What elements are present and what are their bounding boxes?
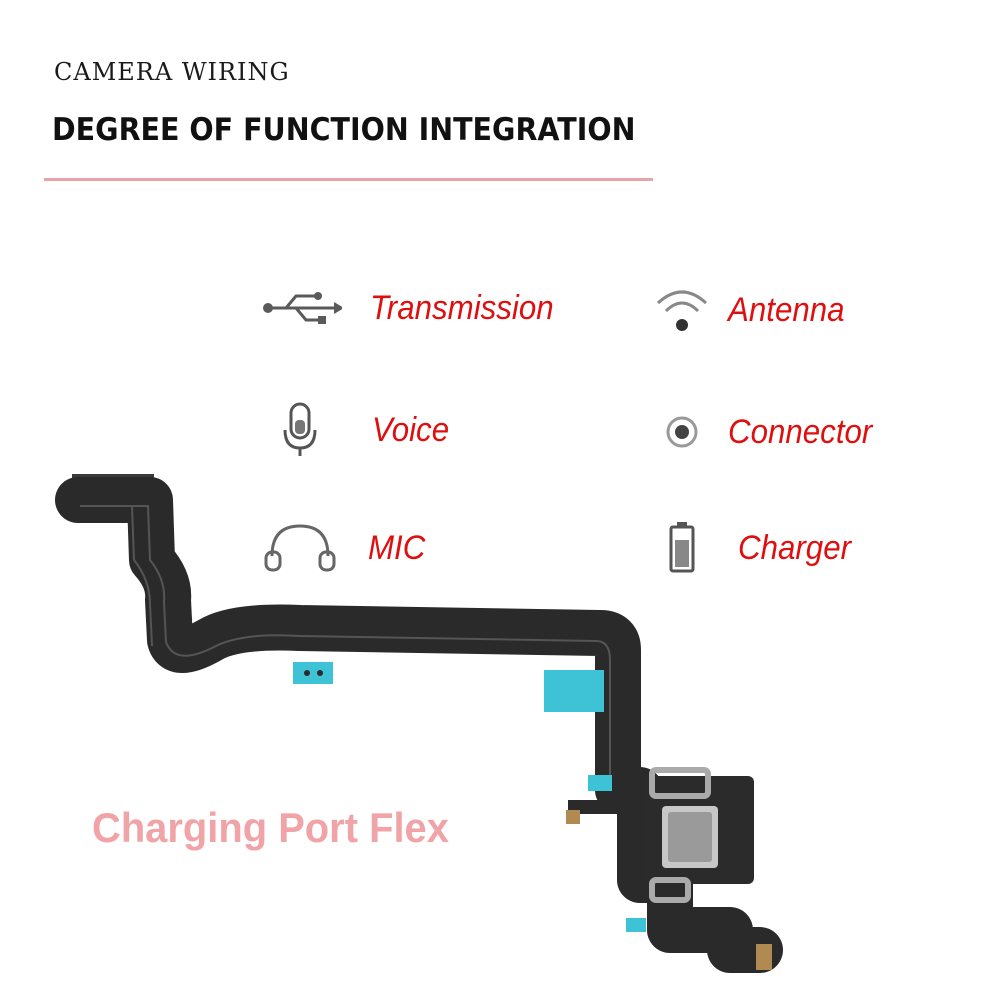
- battery-icon: [640, 518, 724, 578]
- feature-charger: Charger: [640, 518, 861, 578]
- feature-voice: Voice: [258, 400, 456, 460]
- feature-label: Antenna: [728, 290, 845, 329]
- product-caption: Charging Port Flex: [92, 804, 449, 851]
- feature-label: Charger: [738, 528, 852, 567]
- microphone-icon: [258, 400, 342, 460]
- usb-icon: [258, 278, 342, 338]
- adhesive-tab: [626, 918, 646, 932]
- microphone-module: [756, 944, 772, 970]
- feature-label: Voice: [372, 410, 450, 449]
- headphones-icon: [258, 518, 342, 578]
- feature-transmission: Transmission: [258, 278, 570, 338]
- feature-connector: Connector: [640, 402, 885, 462]
- feature-antenna: Antenna: [640, 280, 855, 340]
- feature-label: Transmission: [370, 288, 554, 327]
- feature-mic: MIC: [258, 518, 430, 578]
- connector-icon: [640, 402, 724, 462]
- wifi-icon: [640, 280, 724, 340]
- kicker-title: CAMERA WIRING: [54, 58, 290, 86]
- page-title: DEGREE OF FUNCTION INTEGRATION: [52, 112, 636, 148]
- adhesive-tab: [544, 670, 604, 712]
- feature-label: MIC: [368, 528, 426, 567]
- title-divider: [44, 178, 653, 181]
- flex-ribbon: [55, 477, 783, 973]
- feature-label: Connector: [728, 412, 873, 451]
- adhesive-tab: [293, 662, 333, 684]
- adhesive-tab: [588, 775, 612, 791]
